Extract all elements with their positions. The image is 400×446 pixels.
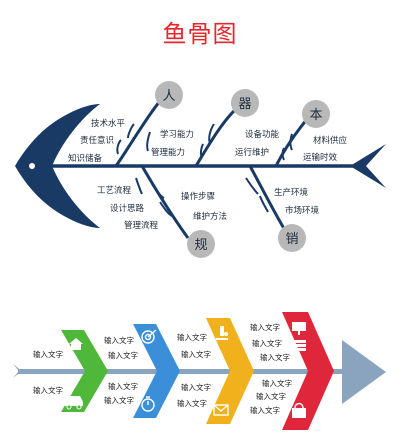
timeline-text: 输入文字 (252, 338, 282, 348)
category-label-ren: 人 (162, 89, 175, 104)
timeline-text: 输入文字 (250, 405, 280, 415)
cause-label: 生产环境 (274, 187, 309, 198)
timeline-text: 输入文字 (33, 385, 63, 395)
timeline-arrow-tail (13, 364, 22, 378)
timeline-text: 输入文字 (260, 352, 290, 362)
category-circle-xiao (278, 224, 306, 252)
mail-icon (213, 404, 229, 416)
fish-tail (350, 144, 386, 188)
books-icon (292, 340, 306, 351)
timeline-arrow-head (342, 340, 386, 404)
category-label-xiao: 销 (285, 232, 298, 247)
cause-label: 学习能力 (160, 129, 194, 140)
timeline-text: 输入文字 (262, 378, 292, 388)
timeline-text: 输入文字 (181, 382, 211, 392)
cause-label: 操作步骤 (181, 191, 216, 202)
category-circle-qi (231, 89, 259, 117)
cause-label: 维护方法 (193, 211, 227, 222)
cause-label: 责任意识 (80, 135, 114, 146)
timeline-text: 输入文字 (104, 335, 134, 345)
timeline-line (18, 369, 348, 374)
microscope-icon (216, 326, 228, 340)
chevron-green (61, 330, 108, 412)
category-circle-ren (155, 81, 183, 109)
timeline-text: 输入文字 (250, 322, 280, 332)
timeline-text: 输入文字 (33, 349, 63, 359)
chevron-timeline: 输入文字 输入文字 输入文字 输入文字 输入文字 输入文字 输入文字 输入文字 … (13, 312, 386, 430)
bone-ren (114, 100, 162, 167)
cause-label: 技术水平 (91, 118, 126, 129)
bone-xiao (248, 165, 288, 233)
cause-label: 设备功能 (245, 129, 280, 140)
category-circle-gui (187, 230, 215, 258)
cause-label: 材料供应 (313, 135, 348, 146)
cause-label: 工艺流程 (97, 185, 132, 196)
car-icon (65, 396, 83, 410)
cause-label: 知识储备 (68, 153, 103, 164)
target-icon (141, 329, 157, 344)
category-label-gui: 规 (194, 238, 207, 253)
timeline-text: 输入文字 (108, 381, 138, 391)
bone-gui (140, 165, 190, 239)
cause-label: 管理能力 (151, 147, 185, 158)
category-label-ben: 本 (309, 108, 322, 123)
cause-label: 运输时效 (303, 152, 338, 163)
fishbone-diagram: 人 器 本 规 销 技术水平 学习能力 责任意识 管理能力 知识储备 设备功能 … (15, 81, 386, 258)
chevron-blue (133, 324, 180, 418)
timeline-text: 输入文字 (256, 391, 286, 401)
bag-icon (292, 402, 306, 418)
cause-label: 运行维护 (235, 147, 269, 158)
chevron-yellow (206, 318, 254, 424)
timeline-text: 输入文字 (104, 395, 134, 405)
cause-label: 市场环境 (285, 205, 320, 216)
category-circle-ben (302, 100, 330, 128)
timeline-text: 输入文字 (108, 350, 138, 360)
presentation-icon (292, 322, 306, 335)
fish-eye (29, 163, 35, 169)
timeline-text: 输入文字 (181, 349, 211, 359)
cause-label: 管理流程 (124, 220, 159, 231)
category-label-qi: 器 (238, 97, 251, 112)
cause-label: 设计思路 (110, 203, 145, 214)
home-icon (69, 338, 83, 350)
bone-qi (194, 107, 238, 167)
stopwatch-icon (141, 396, 155, 412)
timeline-text: 输入文字 (177, 332, 207, 342)
timeline-text: 输入文字 (177, 398, 207, 408)
diagram-title: 鱼骨图 (162, 20, 238, 48)
